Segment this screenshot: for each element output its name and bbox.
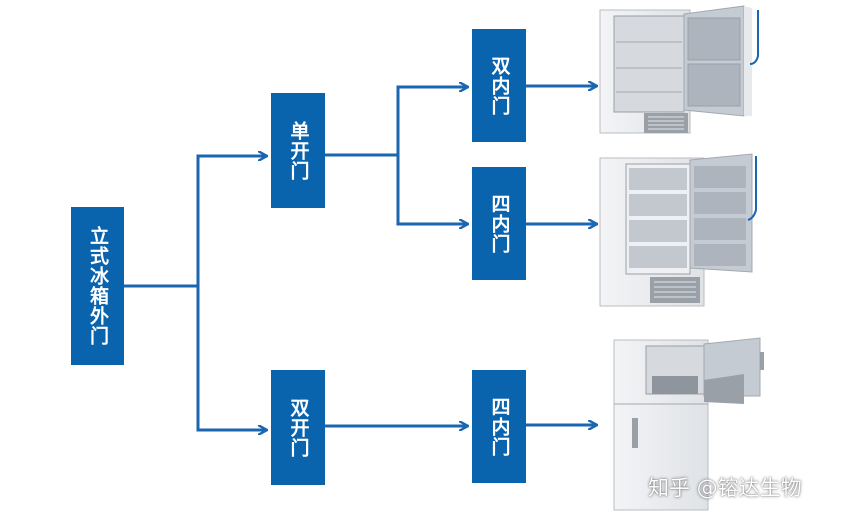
node-four-inner-doors-b: 四内门 [472, 370, 526, 483]
node-single-door-label: 单开门 [287, 120, 310, 181]
node-four-inner-doors-a-label: 四内门 [488, 193, 511, 254]
node-single-door: 单开门 [271, 93, 325, 208]
node-two-inner-doors-label: 双内门 [488, 55, 511, 116]
freezer-four-inner-doors-icon [599, 153, 757, 307]
node-double-door: 双开门 [271, 370, 325, 485]
node-four-inner-doors-a: 四内门 [472, 167, 526, 280]
watermark: 知乎 @镕达生物 [648, 476, 802, 500]
root-node: 立式冰箱外门 [71, 207, 124, 365]
node-double-door-label: 双开门 [287, 397, 310, 458]
freezer-two-inner-doors-icon [599, 5, 759, 134]
freezer-double-outer-door-icon [613, 337, 764, 511]
node-two-inner-doors: 双内门 [472, 29, 526, 142]
node-four-inner-doors-b-label: 四内门 [488, 396, 511, 457]
root-node-label: 立式冰箱外门 [87, 226, 109, 346]
